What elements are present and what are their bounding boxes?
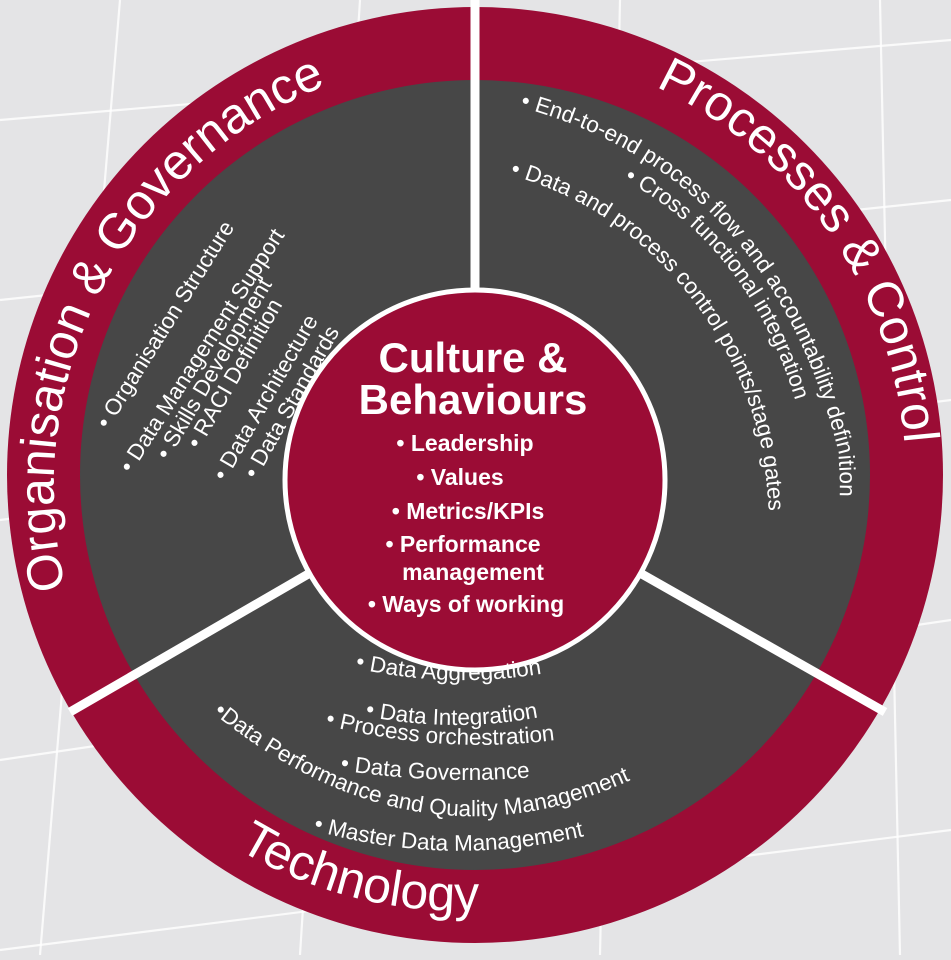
divider-left [67, 569, 313, 716]
sector-dividers [67, 0, 888, 716]
center-content: Culture & Behaviours • Leadership • Valu… [359, 334, 588, 617]
center-item: • Leadership [396, 430, 533, 456]
center-item: • Performance [385, 531, 540, 557]
center-item: • Values [416, 464, 503, 490]
center-title-line2: Behaviours [359, 376, 588, 423]
center-item: • Metrics/KPIs [392, 498, 545, 524]
center-circle [282, 287, 668, 673]
center-title-line1: Culture & [379, 334, 568, 381]
center-item: management [402, 559, 544, 585]
center-item: • Ways of working [368, 591, 564, 617]
divider-right [637, 569, 888, 716]
